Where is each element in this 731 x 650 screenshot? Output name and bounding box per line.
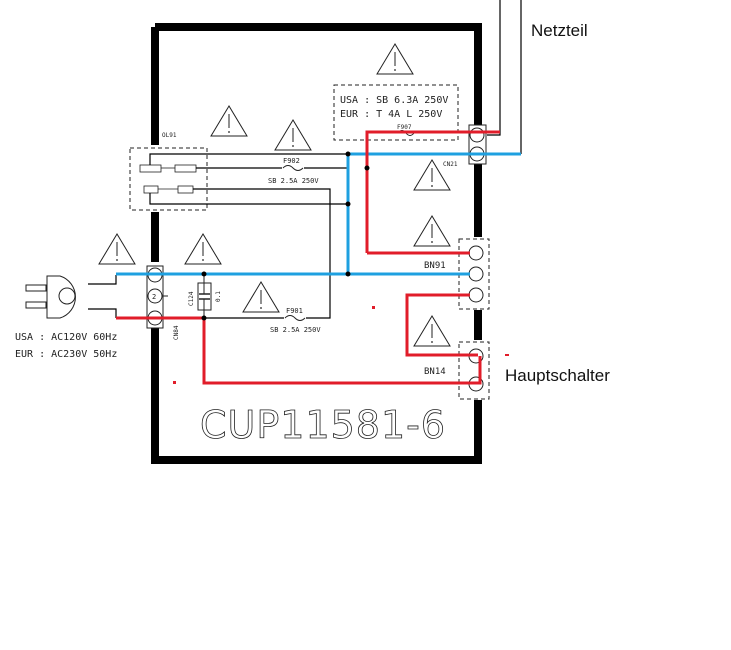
junction-dots [201, 151, 370, 321]
bn14-label: BN14 [424, 367, 446, 377]
warning-icons [98, 43, 451, 347]
c124-label: C124 [188, 291, 195, 306]
power-plug-icon [25, 275, 117, 319]
netzteil-annotation: Netzteil [531, 21, 588, 40]
warning-triangle-icon [413, 159, 451, 191]
cn21-label: CN21 [443, 161, 458, 168]
bn91-label: BN91 [424, 261, 446, 271]
c124-value: 0.1 [215, 291, 222, 302]
ol91-block: OL91 [129, 132, 348, 274]
capacitor-c124: C124 0.1 [188, 274, 222, 318]
f902-label: F902 [283, 157, 300, 165]
warning-triangle-icon [184, 233, 222, 265]
hauptschalter-annotation: Hauptschalter [505, 366, 610, 385]
fuse-spec-usa: USA : SB 6.3A 250V [340, 95, 448, 106]
ol91-label: OL91 [162, 132, 177, 139]
f901-label: F901 [286, 307, 303, 315]
input-spec-usa: USA : AC120V 60Hz [15, 332, 117, 343]
cn84-label: CN84 [173, 325, 180, 340]
warning-triangle-icon [98, 233, 136, 265]
cn84-pin: 2 [152, 293, 156, 301]
input-spec-eur: EUR : AC230V 50Hz [15, 349, 117, 360]
warning-triangle-icon [242, 281, 280, 313]
f902-spec: SB 2.5A 250V [268, 177, 319, 185]
netzteil-wire-live [487, 0, 501, 136]
warning-triangle-icon [413, 215, 451, 247]
f901-spec: SB 2.5A 250V [270, 326, 321, 334]
neutral-wires [116, 152, 521, 276]
warning-triangle-icon [376, 43, 414, 75]
live-wires [116, 130, 509, 385]
fuse-id-f907: F907 [397, 124, 412, 131]
fuse-f901: F901 SB 2.5A 250V [270, 307, 321, 334]
warning-triangle-icon [210, 105, 248, 137]
board-outline [151, 23, 482, 464]
board-label: CUP11581-6 [200, 403, 446, 447]
fuse-f902: F902 SB 2.5A 250V [268, 157, 319, 185]
warning-triangle-icon [413, 315, 451, 347]
warning-triangle-icon [274, 119, 312, 151]
fuse-spec-eur: EUR : T 4A L 250V [340, 109, 442, 120]
